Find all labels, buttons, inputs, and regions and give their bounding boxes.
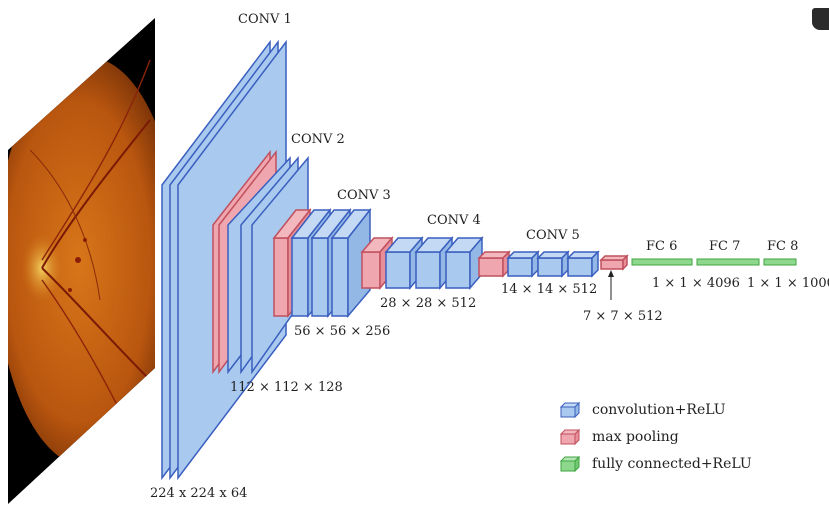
legend-item-pooling: max pooling [560, 429, 679, 445]
dim-fc8: 1 × 1 × 1000 [747, 277, 829, 290]
dim-conv3: 56 × 56 × 256 [294, 325, 390, 338]
legend-item-convolution: convolution+ReLU [560, 402, 726, 418]
conv3-label: CONV 3 [337, 189, 391, 202]
conv4-label: CONV 4 [427, 214, 481, 227]
input-fundus-image [0, 18, 180, 504]
corner-mark [812, 8, 829, 30]
legend-label-fully-connected: fully connected+ReLU [592, 456, 752, 472]
conv2-label: CONV 2 [291, 133, 345, 146]
fc7-label: FC 7 [709, 240, 740, 253]
dim-conv1: 224 x 224 x 64 [150, 487, 247, 500]
pool4-block [479, 252, 509, 276]
dim-conv4: 28 × 28 × 512 [380, 297, 476, 310]
fc8-label: FC 8 [767, 240, 798, 253]
dim-conv5: 14 × 14 × 512 [501, 283, 597, 296]
fc6-label: FC 6 [646, 240, 677, 253]
conv1-label: CONV 1 [238, 13, 292, 26]
pool5-block [601, 256, 627, 269]
conv4-block [386, 238, 482, 288]
legend-swatch-fully-connected-icon [560, 456, 580, 472]
fc6-block [632, 259, 692, 265]
legend-label-convolution: convolution+ReLU [592, 402, 726, 418]
dim-pool5: 7 × 7 × 512 [583, 310, 663, 323]
legend-item-fully-connected: fully connected+ReLU [560, 456, 752, 472]
legend-swatch-convolution-icon [560, 402, 580, 418]
dim-fc7: 1 × 1 × 4096 [652, 277, 740, 290]
conv5-block [508, 252, 598, 276]
conv3-block [292, 210, 370, 316]
legend-swatch-pooling-icon [560, 429, 580, 445]
legend-label-pooling: max pooling [592, 429, 679, 445]
dim-conv2: 112 × 112 × 128 [230, 381, 343, 394]
fc8-block [764, 259, 796, 265]
conv5-label: CONV 5 [526, 229, 580, 242]
pool5-arrow [608, 270, 614, 300]
fc7-block [697, 259, 759, 265]
